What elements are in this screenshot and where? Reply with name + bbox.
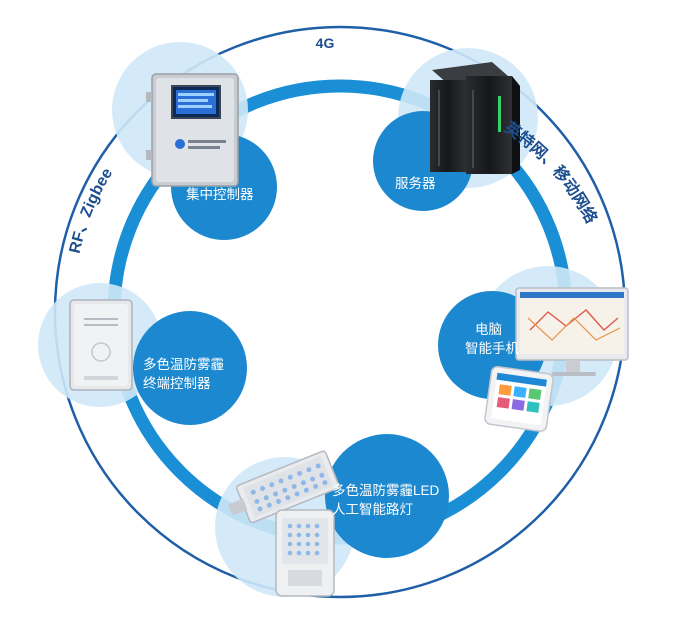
led-streetlight-image <box>228 450 340 597</box>
concentrator-label: 集中控制器 <box>186 185 254 204</box>
server-label-text: 服务器 <box>395 176 436 191</box>
terminal-label: 多色温防雾霾 终端控制器 <box>143 355 224 393</box>
pc-phone-label: 电脑 智能手机 <box>465 320 519 358</box>
smartphone-image <box>484 365 554 433</box>
concentrator-label-text: 集中控制器 <box>186 187 254 202</box>
server-rack-image <box>430 62 520 174</box>
streetlight-label: 多色温防雾霾LED 人工智能路灯 <box>332 481 439 519</box>
phone-label-text: 智能手机 <box>465 341 519 356</box>
concentrator-device-image <box>146 73 239 187</box>
terminal-controller-image <box>69 299 133 391</box>
server-label: 服务器 <box>395 174 436 193</box>
terminal-node <box>133 311 247 425</box>
computer-monitor-image <box>515 287 629 376</box>
streetlight-node <box>325 434 449 558</box>
terminal-label-line2: 终端控制器 <box>143 376 211 391</box>
pc-label-text: 电脑 <box>475 322 502 337</box>
terminal-label-line1: 多色温防雾霾 <box>143 357 224 372</box>
link-label-4g: 4G <box>316 35 335 51</box>
streetlight-label-line1: 多色温防雾霾LED <box>332 483 440 498</box>
streetlight-label-line2: 人工智能路灯 <box>332 502 413 517</box>
